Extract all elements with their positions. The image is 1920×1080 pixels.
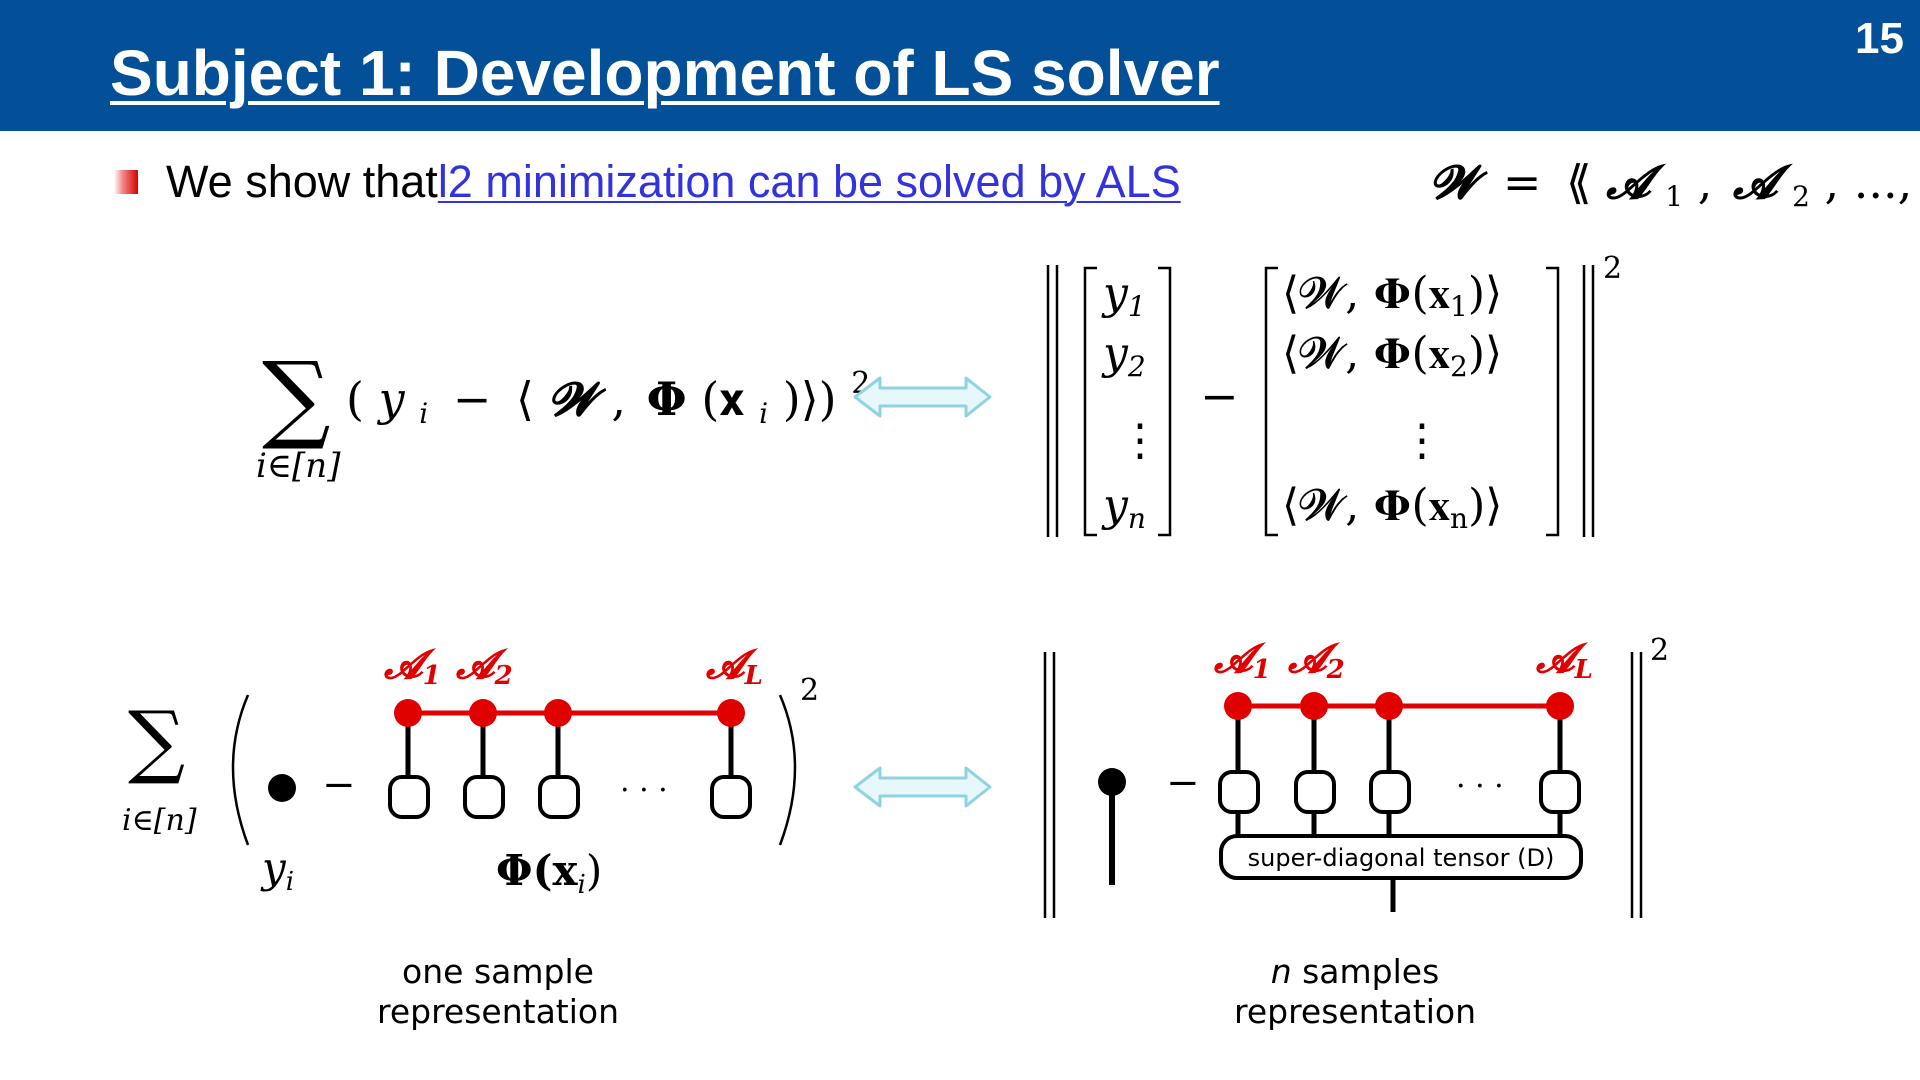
y-sample-node (268, 774, 296, 802)
svg-text:∑: ∑ (128, 694, 185, 787)
one-sample-core-labels: 𝓐1 𝓐2 𝓐L (383, 641, 763, 691)
svg-text:𝓦 = ⟪ 𝓐: 𝓦 = ⟪ 𝓐 1 , 𝓐 2 , ..., 𝓐 L ⟫ (1430, 155, 1920, 217)
svg-text:∑: ∑ (262, 341, 331, 453)
svg-text:y1: y1 (1101, 268, 1146, 323)
svg-text:⋮: ⋮ (1400, 415, 1444, 466)
slide-header: Subject 1: Development of LS solver 15 (0, 0, 1920, 131)
svg-text:𝓐2: 𝓐2 (455, 641, 513, 691)
n-samples-power: 2 (1650, 633, 1669, 668)
svg-text:⋮: ⋮ (1118, 415, 1162, 466)
n-samples-norm-bars (1043, 652, 1643, 918)
super-diagonal-tensor-label: super-diagonal tensor (D) (1248, 844, 1555, 872)
one-sample-caption-line1: one sample (402, 952, 594, 991)
page-number: 15 (1855, 14, 1904, 63)
sum-formula-top: ∑ i∈[n] ( y i − ⟨ 𝓦 , 𝚽 (𝐱 i )⟩) 2 (256, 341, 870, 486)
n-samples-core-labels: 𝓐1 𝓐2 𝓐L (1213, 635, 1593, 685)
svg-text:𝓐1: 𝓐1 (1213, 635, 1271, 685)
slide-title: Subject 1: Development of LS solver (110, 37, 1220, 109)
bullet-text: We show that (166, 156, 438, 207)
one-sample-caption-line2: representation (376, 992, 620, 1031)
bullet-point: We show that l2 minimization can be solv… (114, 152, 1181, 212)
sum-formula-bottom: ∑ i∈[n] (122, 694, 197, 838)
svg-text:i∈[n]: i∈[n] (256, 446, 341, 486)
equivalence-arrow-top (853, 376, 992, 418)
y-sample-label: yi (260, 843, 294, 897)
n-samples-ellipsis: · · · (1456, 769, 1504, 804)
svg-text:⟨𝓦, 𝚽(𝐱1)⟩: ⟨𝓦, 𝚽(𝐱1)⟩ (1282, 268, 1502, 323)
one-sample-power: 2 (800, 673, 819, 708)
svg-text:𝓐1: 𝓐1 (383, 641, 441, 691)
super-diagonal-tensor-box (1219, 834, 1583, 880)
svg-text:yn: yn (1101, 480, 1146, 535)
matrix-y-vector: y1 y2 ⋮ yn (1101, 268, 1162, 535)
n-samples-minus: − (1166, 760, 1200, 806)
n-samples-caption-line1: n samples (1270, 952, 1440, 991)
svg-text:y2: y2 (1101, 328, 1146, 383)
y-vector-node (1098, 768, 1126, 885)
n-samples-caption-line2: representation (1233, 992, 1477, 1031)
matrix-norm-formula (1046, 265, 1595, 537)
phi-label: 𝚽(𝐱i) (496, 846, 602, 900)
svg-text:𝓐L: 𝓐L (705, 641, 763, 691)
n-samples-caption: n samples representation (1195, 952, 1515, 1032)
equivalence-arrow-bottom (853, 766, 992, 808)
svg-text:𝓐2: 𝓐2 (1287, 635, 1345, 685)
n-samples-tensor-train: super-diagonal tensor (D) (1218, 692, 1583, 912)
svg-text:yi: yi (260, 843, 294, 897)
w-definition-formula: 𝓦 = ⟪ 𝓐 1 , 𝓐 2 , ..., 𝓐 L ⟫ (1430, 155, 1920, 217)
bullet-square-icon (114, 170, 138, 194)
one-sample-tensor-train (388, 699, 752, 819)
svg-text:( y i −: ( y i − ⟨ 𝓦 , 𝚽 (𝐱 i )⟩) 2 (346, 366, 870, 434)
svg-text:i∈[n]: i∈[n] (122, 803, 197, 838)
one-sample-minus: − (322, 762, 356, 808)
svg-text:𝓐L: 𝓐L (1535, 635, 1593, 685)
one-sample-caption: one sample representation (338, 952, 658, 1032)
one-sample-ellipsis: · · · (620, 773, 668, 808)
bullet-link[interactable]: l2 minimization can be solved by ALS (437, 156, 1181, 207)
svg-text:⟨𝓦, 𝚽(𝐱2)⟩: ⟨𝓦, 𝚽(𝐱2)⟩ (1282, 328, 1502, 383)
matrix-inner-products: ⟨𝓦, 𝚽(𝐱1)⟩ ⟨𝓦, 𝚽(𝐱2)⟩ ⋮ ⟨𝓦, 𝚽(𝐱n)⟩ (1282, 268, 1502, 535)
matrix-minus: − (1200, 369, 1239, 423)
matrix-norm-power: 2 (1603, 251, 1622, 286)
one-sample-parens (231, 694, 797, 846)
svg-text:𝚽(𝐱i): 𝚽(𝐱i) (496, 846, 602, 900)
svg-text:⟨𝓦, 𝚽(𝐱n)⟩: ⟨𝓦, 𝚽(𝐱n)⟩ (1282, 480, 1502, 535)
